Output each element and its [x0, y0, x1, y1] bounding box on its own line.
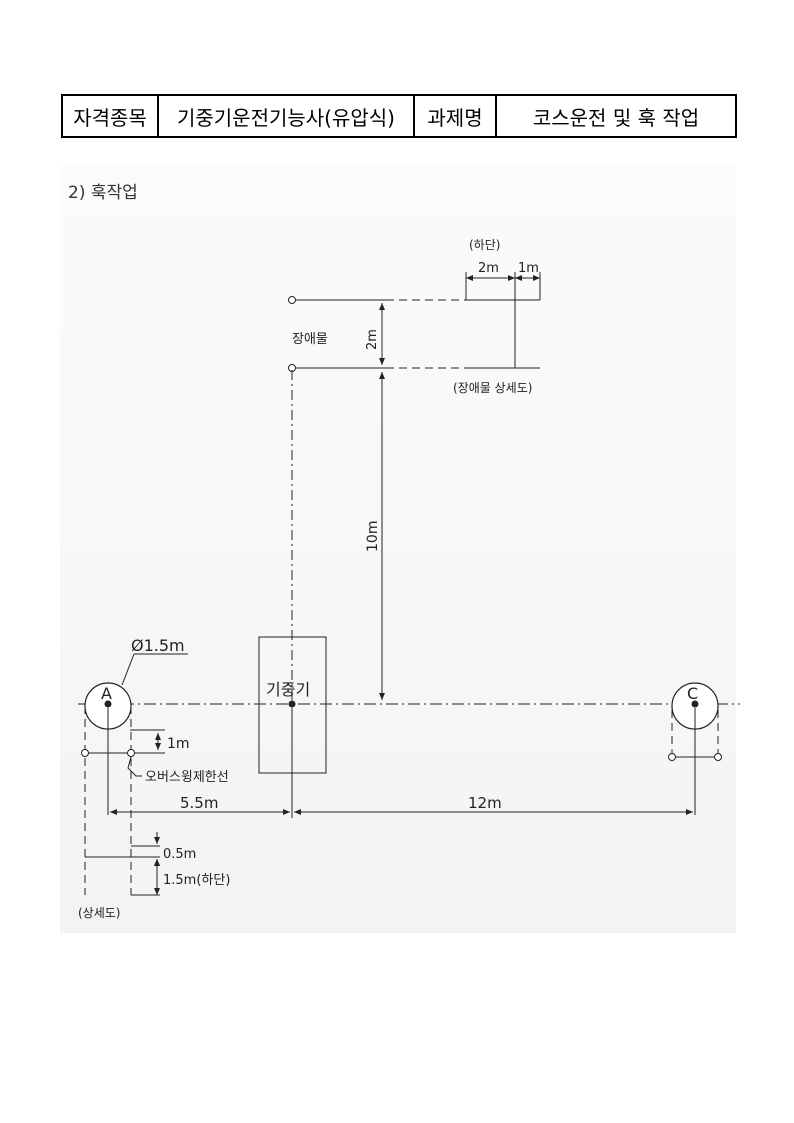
section-title: 2) 훅작업 — [68, 183, 138, 203]
header-cell-certification: 기중기운전기능사(유압식) — [157, 94, 415, 138]
overswing-leader — [127, 756, 142, 777]
horizontal-dimensions — [110, 708, 693, 818]
obstacle-height-label: 2m — [365, 329, 380, 350]
dist-a-crane: 5.5m — [180, 794, 218, 812]
point-a-limit-lines — [84, 706, 165, 895]
header-row: 자격종목 기중기운전기능사(유압식) 과제명 코스운전 및 훅 작업 — [61, 94, 737, 138]
point-c: C — [671, 682, 719, 730]
header-cell-task-label: 과제명 — [413, 94, 497, 138]
point-a-center — [104, 700, 112, 708]
point-c-label: C — [687, 684, 698, 703]
dist-crane-c: 12m — [468, 794, 502, 812]
crane-center-point — [288, 700, 296, 708]
point-a-label: A — [101, 684, 112, 703]
a-post-left — [81, 749, 89, 757]
section-detail — [85, 832, 160, 896]
header-table: 자격종목 기중기운전기능사(유압식) 과제명 코스운전 및 훅 작업 — [61, 94, 737, 138]
detail-dim-2m: 2m — [478, 261, 499, 276]
detail-dim-15: 1.5m(하단) — [163, 873, 230, 888]
detail-lower-label: (하단) — [469, 238, 500, 252]
header-cell-category: 자격종목 — [61, 94, 159, 138]
point-c-limit-lines — [671, 708, 719, 815]
overswing-label: 오버스윙제한선 — [145, 769, 229, 785]
obstacle-detail-caption: (장애물 상세도) — [453, 381, 532, 395]
c-post-right — [714, 753, 722, 761]
diameter-label: Ø1.5m — [131, 636, 185, 655]
offset-1m-label: 1m — [167, 736, 190, 752]
crane-obstacle-distance: 10m — [365, 521, 381, 552]
detail-dim-05: 0.5m — [163, 847, 196, 862]
obstacle-post-top — [288, 296, 296, 304]
point-c-center — [691, 700, 699, 708]
obstacle-label: 장애물 — [292, 332, 328, 347]
crane-path — [291, 370, 385, 704]
c-post-left — [668, 753, 676, 761]
detail-caption: (상세도) — [78, 906, 120, 920]
detail-dim-1m: 1m — [518, 261, 539, 276]
obstacle — [288, 296, 466, 372]
diameter-leader — [121, 653, 188, 686]
diagram-background — [60, 165, 736, 933]
a-post-right — [127, 749, 135, 757]
header-cell-task-name: 코스운전 및 훅 작업 — [495, 94, 737, 138]
obstacle-detail — [465, 272, 541, 369]
crane-label: 기중기 — [266, 680, 310, 699]
